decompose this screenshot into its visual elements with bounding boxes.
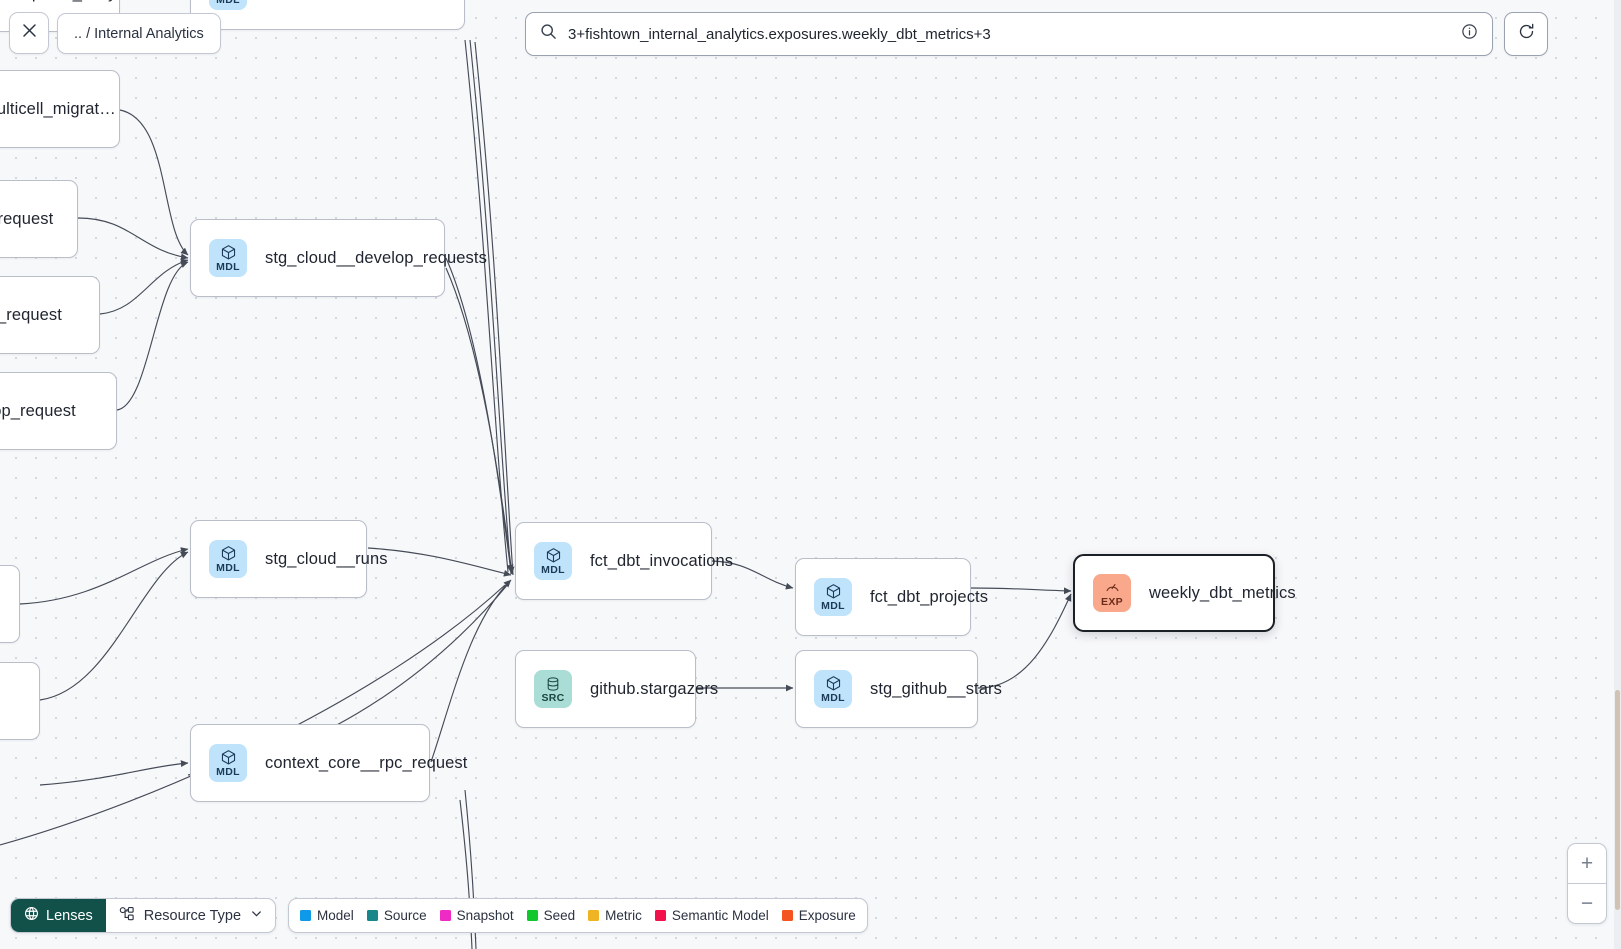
legend-label: Semantic Model: [671, 908, 769, 923]
node-label: fct_dbt_projects: [870, 587, 989, 606]
search-bar[interactable]: 3+fishtown_internal_analytics.exposures.…: [525, 12, 1493, 56]
zoom-divider: [1568, 883, 1606, 884]
resource-type-label: Resource Type: [143, 907, 242, 924]
scrollbar-thumb[interactable]: [1615, 690, 1620, 910]
legend-swatch: [654, 910, 666, 921]
legend-label: Model: [317, 908, 354, 923]
node-type-label: MDL: [216, 562, 240, 574]
legend-item-source[interactable]: Source: [366, 908, 427, 923]
graph-node-stg_github_stars[interactable]: MDL stg_github__stars: [795, 650, 1002, 728]
node-label: _develop_request: [0, 401, 76, 420]
legend-swatch: [300, 910, 312, 921]
legend-item-model[interactable]: Model: [300, 908, 354, 923]
bottom-toolbar: Lenses Resource Type: [10, 898, 868, 933]
cube-icon: MDL: [209, 744, 247, 782]
breadcrumb-label: .. / Internal Analytics: [74, 25, 204, 42]
legend-swatch: [781, 910, 793, 921]
graph-node-fct_dbt_projects[interactable]: MDL fct_dbt_projects: [795, 558, 988, 636]
graph-node-multicell[interactable]: MDLmulticell_migrat…: [0, 70, 120, 148]
graph-node-left_run[interactable]: MDL_run: [0, 662, 40, 740]
node-type-label: MDL: [541, 564, 565, 576]
node-type-label: MDL: [216, 0, 240, 6]
node-type-label: MDL: [216, 766, 240, 778]
legend-swatch: [526, 910, 538, 921]
refresh-icon: [1517, 22, 1536, 46]
node-type-label: EXP: [1101, 596, 1123, 608]
cube-icon: MDL: [814, 670, 852, 708]
breadcrumb[interactable]: .. / Internal Analytics: [57, 13, 221, 54]
legend-item-semantic-model[interactable]: Semantic Model: [654, 908, 769, 923]
node-label: context_core__rpc_request: [265, 753, 468, 772]
graph-node-stg_develop_req[interactable]: MDL stg_cloud__develop_requests: [190, 219, 487, 297]
legend-item-snapshot[interactable]: Snapshot: [439, 908, 514, 923]
node-label: stg_cloud__develop_requests: [265, 248, 487, 267]
cube-icon: MDL: [209, 0, 247, 10]
node-type-label: SRC: [541, 691, 565, 704]
info-icon[interactable]: [1461, 23, 1478, 45]
lenses-label: Lenses: [46, 907, 93, 924]
node-type-label: MDL: [821, 692, 845, 704]
node-label: fct_dbt_invocations: [590, 551, 734, 570]
node-label: stg_github__stars: [870, 679, 1002, 698]
cube-icon: MDL: [209, 540, 247, 578]
graph-node-int_account_plan[interactable]: MDLint_cloud__account_plan_history: [190, 0, 465, 30]
graph-node-develop_request[interactable]: MDL_develop_request: [0, 372, 117, 450]
chevron-down-icon: [250, 907, 263, 924]
node-label: stg_cloud__runs: [265, 549, 388, 568]
lens-icon: [24, 906, 39, 925]
legend-swatch: [588, 910, 600, 921]
graph-node-fct_dbt_invocations[interactable]: MDL fct_dbt_invocations: [515, 522, 733, 600]
close-button[interactable]: [9, 12, 49, 54]
vertical-scrollbar[interactable]: [1614, 0, 1621, 949]
graph-node-stg_cloud_runs[interactable]: MDL stg_cloud__runs: [190, 520, 387, 598]
cube-icon: MDL: [814, 578, 852, 616]
legend-item-seed[interactable]: Seed: [526, 908, 576, 923]
legend-swatch: [366, 910, 378, 921]
graph-node-p_request[interactable]: MDLp_request: [0, 180, 78, 258]
graph-node-velop_request[interactable]: MDLvelop_request: [0, 276, 100, 354]
resource-type-legend: Model Source Snapshot Seed Metric Semantic Mo…: [288, 898, 868, 933]
database-icon: SRC: [534, 670, 572, 708]
node-label: weekly_dbt_metrics: [1149, 583, 1296, 602]
cube-icon: MDL: [534, 542, 572, 580]
node-type-label: MDL: [821, 600, 845, 612]
legend-label: Exposure: [798, 908, 856, 923]
graph-node-github_stargazers[interactable]: SRC github.stargazers: [515, 650, 718, 728]
graph-node-left_n[interactable]: MDLn: [0, 565, 20, 643]
node-label: p_request: [0, 209, 54, 228]
gauge-icon: EXP: [1093, 574, 1131, 612]
cube-icon: MDL: [209, 239, 247, 277]
resource-type-dropdown[interactable]: Resource Type: [106, 899, 275, 932]
legend-label: Source: [383, 908, 427, 923]
refresh-button[interactable]: [1504, 12, 1548, 56]
node-label: int_cloud__account_plan_history: [265, 0, 508, 1]
search-input[interactable]: 3+fishtown_internal_analytics.exposures.…: [568, 25, 991, 43]
lenses-button[interactable]: Lenses: [11, 899, 106, 932]
zoom-controls: + −: [1567, 843, 1607, 924]
graph-node-weekly_dbt_metrics[interactable]: EXP weekly_dbt_metrics: [1073, 554, 1296, 632]
legend-label: Snapshot: [456, 908, 514, 923]
node-label: snapshot_daily: [5, 0, 116, 3]
legend-item-metric[interactable]: Metric: [588, 908, 642, 923]
legend-label: Seed: [543, 908, 576, 923]
graph-node-context_core_rpc[interactable]: MDL context_core__rpc_request: [190, 724, 467, 802]
legend-item-exposure[interactable]: Exposure: [781, 908, 856, 923]
legend-label: Metric: [605, 908, 642, 923]
legend-swatch: [439, 910, 451, 921]
lens-group: Lenses Resource Type: [10, 898, 277, 933]
close-icon: [21, 22, 38, 44]
node-label: github.stargazers: [590, 679, 719, 698]
search-icon: [540, 23, 557, 45]
node-label: velop_request: [0, 305, 62, 324]
zoom-in-button[interactable]: +: [1580, 851, 1594, 875]
node-label: multicell_migrat…: [0, 99, 116, 118]
zoom-out-button[interactable]: −: [1580, 891, 1594, 915]
resource-type-icon: [119, 906, 135, 926]
node-type-label: MDL: [216, 261, 240, 273]
